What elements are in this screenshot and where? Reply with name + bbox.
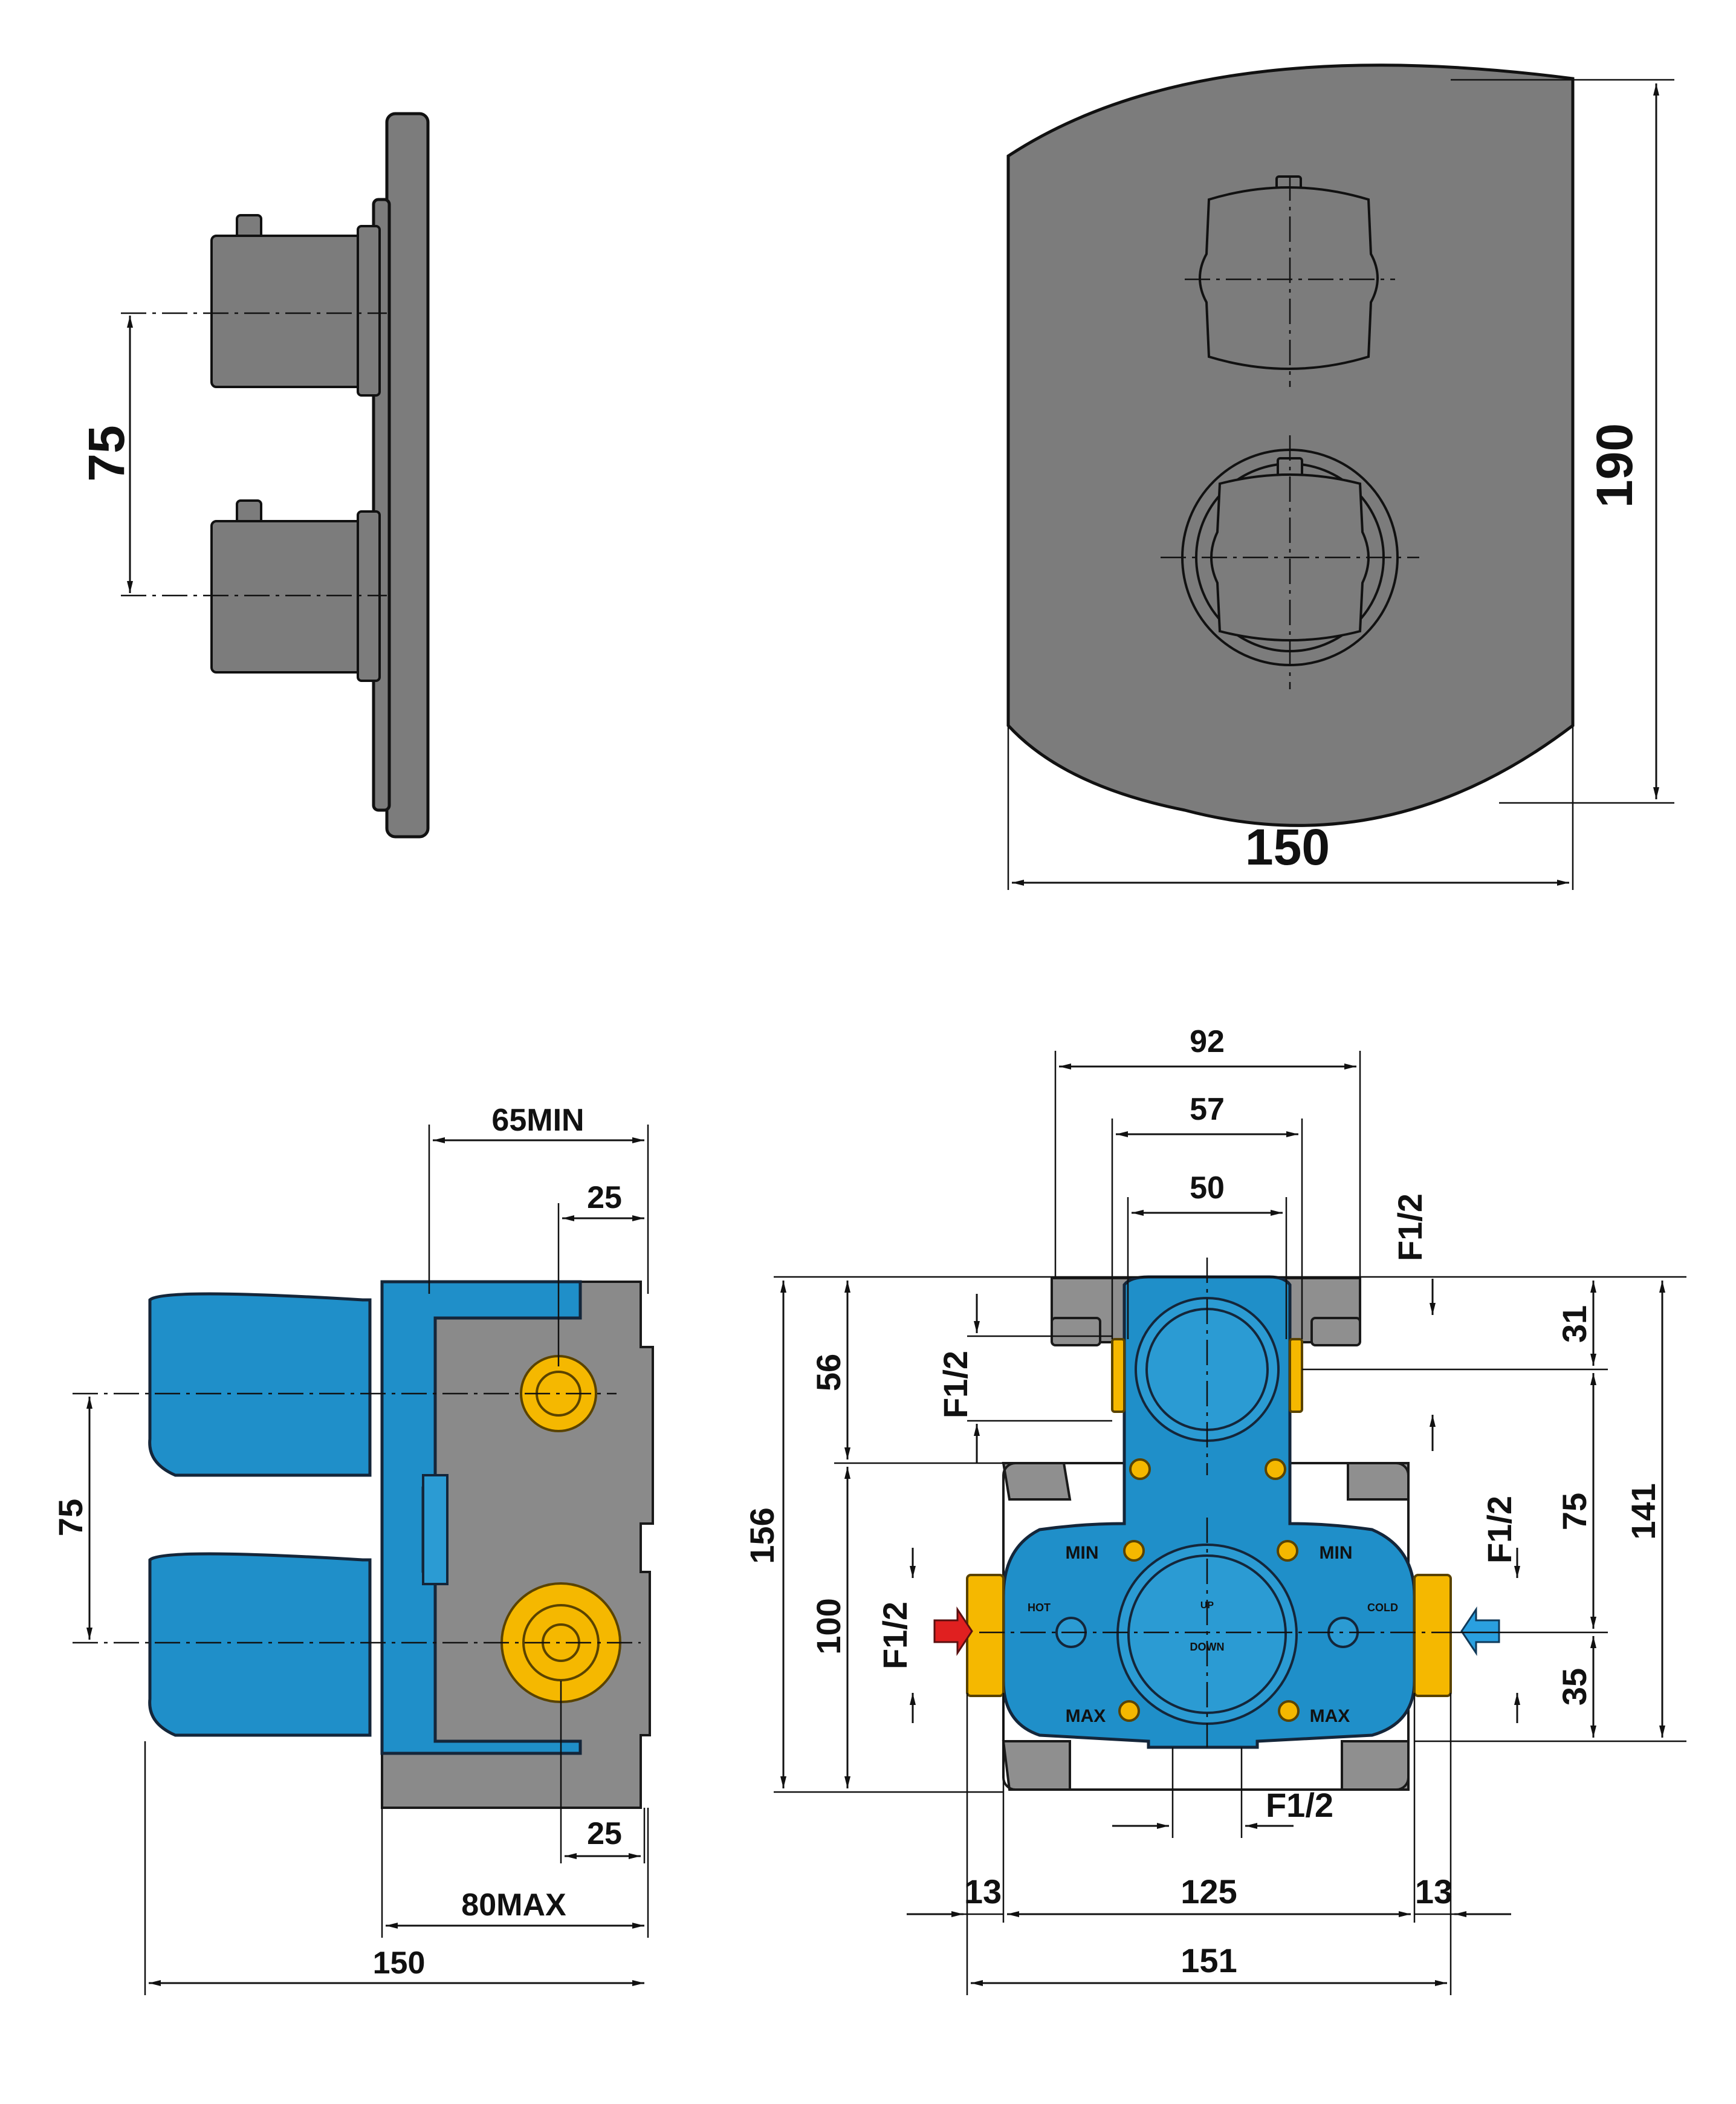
dim-top-offset: 25: [587, 1180, 622, 1215]
max-label-left: MAX: [1066, 1706, 1106, 1726]
dim-width-57: 57: [1190, 1092, 1225, 1127]
upper-knob-side: [210, 214, 381, 397]
dim-total-width: 150: [373, 1946, 426, 1981]
right-inlet-fitting: [1413, 1574, 1452, 1697]
dim-75: 75: [1555, 1493, 1593, 1530]
upper-handle-front: [1199, 175, 1379, 370]
dim-bottom-offset: 25: [587, 1816, 622, 1851]
dim-right-13: 13: [1415, 1872, 1453, 1911]
front-body-view: MIN MIN MAX MAX HOT COLD UP DOWN 92 57 5…: [743, 1024, 1686, 1995]
dim-left-f12-top: F1/2: [936, 1351, 974, 1418]
blue-body-front: [1002, 1275, 1416, 1749]
upper-handle-side: [148, 1292, 372, 1477]
dim-body-spacing: 75: [51, 1499, 89, 1536]
side-cover-view: 75: [78, 112, 430, 839]
dim-100: 100: [809, 1598, 847, 1654]
dim-35: 35: [1555, 1668, 1593, 1706]
lower-knob-side: [210, 499, 381, 682]
dim-max-depth: 80MAX: [461, 1888, 566, 1923]
dim-min-depth: 65MIN: [491, 1103, 584, 1138]
dim-31: 31: [1555, 1305, 1593, 1343]
dim-knob-spacing: 75: [78, 425, 135, 481]
min-label-left: MIN: [1066, 1543, 1099, 1563]
front-cover-view: 190 150: [1006, 63, 1674, 890]
dim-width-50: 50: [1190, 1171, 1225, 1206]
side-body-view: 75 65MIN 25 25 80MAX 150: [51, 1103, 654, 1995]
dim-overall-151: 151: [1181, 1941, 1237, 1979]
cold-label: COLD: [1367, 1602, 1398, 1614]
dim-left-f12-inlet: F1/2: [876, 1602, 914, 1669]
dim-141: 141: [1624, 1483, 1662, 1539]
dim-56: 56: [809, 1354, 847, 1391]
cold-inlet-arrow: [1460, 1606, 1500, 1656]
dim-bottom-outlet: F1/2: [1266, 1786, 1333, 1824]
cover-plate-side: [385, 112, 430, 839]
dim-left-13: 13: [964, 1872, 1002, 1911]
dim-top-width-92: 92: [1190, 1024, 1225, 1059]
hot-inlet-arrow: [933, 1606, 973, 1656]
lower-handle-side: [148, 1552, 372, 1737]
dim-center-125: 125: [1181, 1872, 1237, 1911]
min-label-right: MIN: [1320, 1543, 1353, 1563]
dim-cover-width: 150: [1245, 819, 1330, 875]
left-inlet-fitting: [966, 1574, 1005, 1697]
dim-156: 156: [743, 1507, 781, 1563]
dim-right-f12-inlet: F1/2: [1480, 1496, 1518, 1563]
dim-outlet-top: F1/2: [1391, 1193, 1429, 1261]
max-label-right: MAX: [1310, 1706, 1350, 1726]
hot-label: HOT: [1028, 1602, 1051, 1614]
dim-cover-height: 190: [1586, 423, 1643, 508]
